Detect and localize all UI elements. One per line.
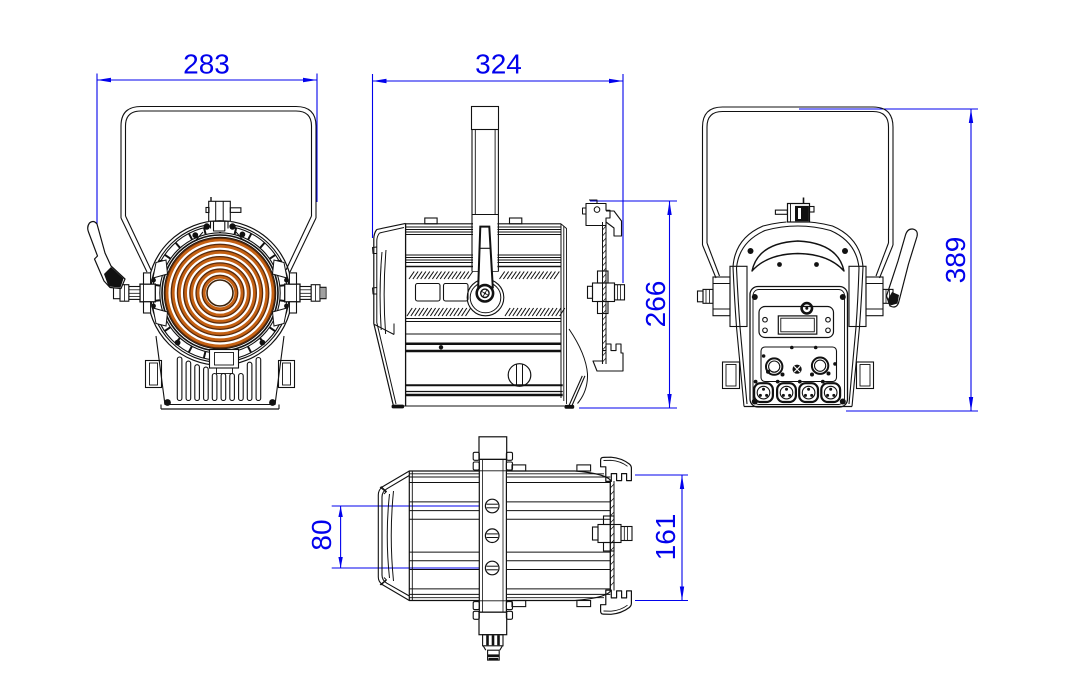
svg-text:389: 389 xyxy=(940,237,971,284)
svg-text:266: 266 xyxy=(640,281,671,328)
svg-text:283: 283 xyxy=(183,49,230,80)
svg-text:80: 80 xyxy=(306,519,337,550)
svg-text:161: 161 xyxy=(650,514,681,561)
svg-text:324: 324 xyxy=(475,49,522,80)
